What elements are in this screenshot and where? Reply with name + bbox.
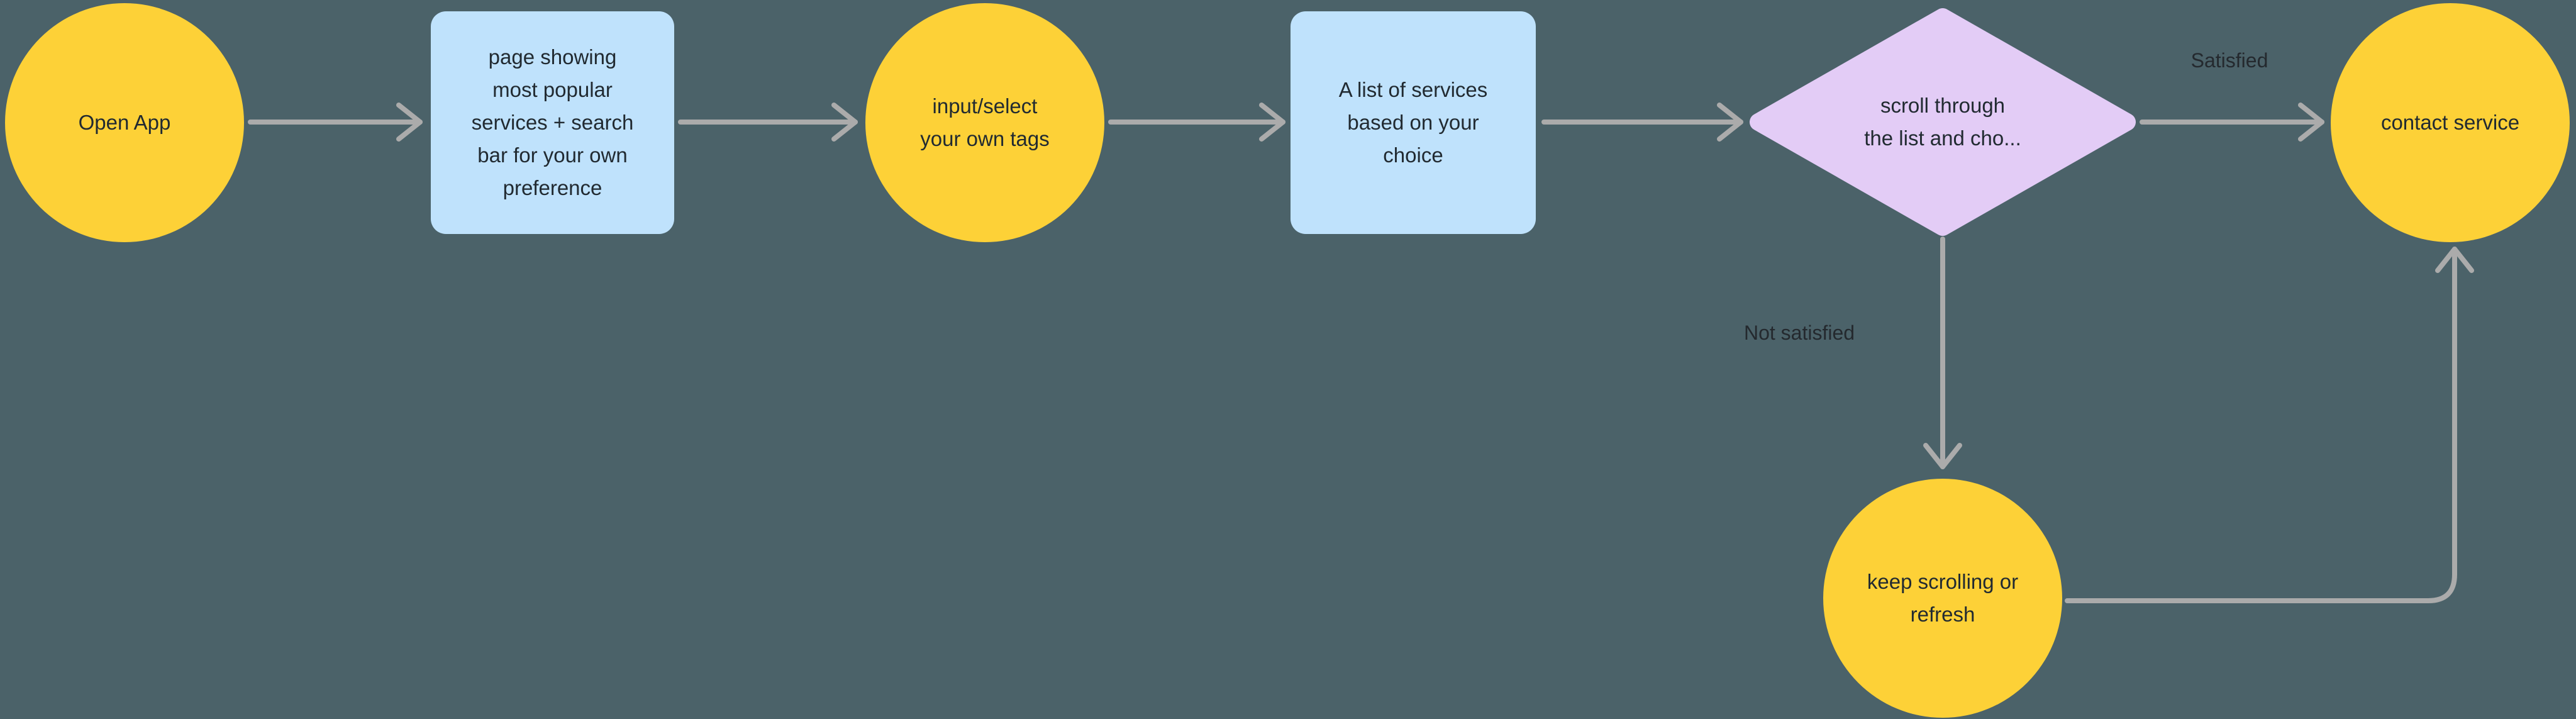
edge-label-satisfied[interactable]: Satisfied [2190, 49, 2268, 72]
node-keep-scrolling[interactable]: keep scrolling or refresh [1823, 479, 2062, 718]
node-contact-service[interactable]: contact service [2331, 3, 2570, 242]
node-services-list-label: A list of services based on your choice [1338, 78, 1488, 167]
node-keep-scrolling-label: keep scrolling or refresh [1867, 570, 2019, 626]
connector-keep-scrolling-to-contact-service[interactable] [2065, 247, 2474, 603]
node-popular-services-page[interactable]: page showing most popular services + sea… [431, 11, 674, 234]
node-open-app[interactable]: Open App [5, 3, 244, 242]
node-scroll-decision-label[interactable]: scroll through the list and cho... [1864, 94, 2021, 150]
node-popular-services-page-label: page showing most popular services + sea… [471, 45, 634, 199]
node-contact-service-label: contact service [2380, 111, 2520, 134]
node-input-tags[interactable]: input/select your own tags [865, 3, 1104, 242]
decision-diamond-shape[interactable] [1750, 8, 2136, 236]
node-open-app-label: Open App [78, 111, 171, 134]
node-services-list[interactable]: A list of services based on your choice [1291, 11, 1536, 234]
node-input-tags-label: input/select your own tags [920, 94, 1050, 150]
edge-label-not-satisfied[interactable]: Not satisfied [1743, 321, 1855, 344]
